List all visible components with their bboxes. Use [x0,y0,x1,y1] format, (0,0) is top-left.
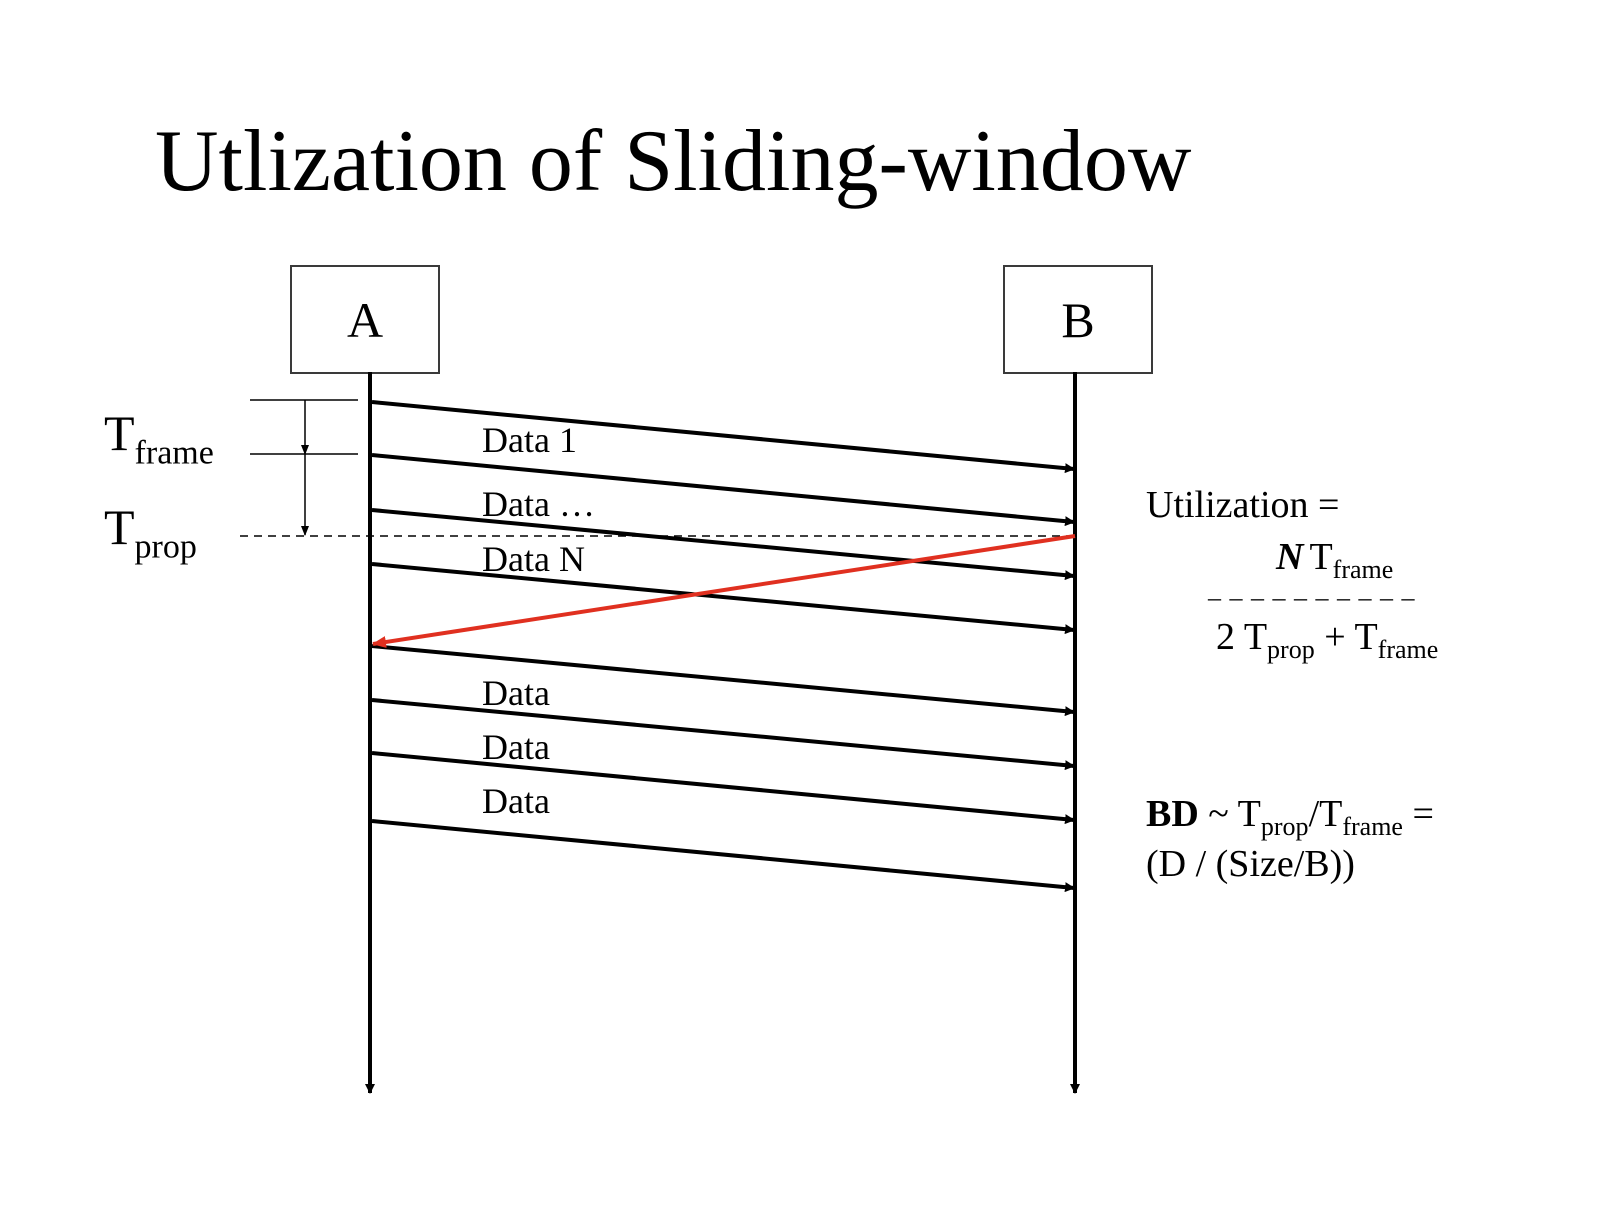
denominator-sub-prop: prop [1267,635,1315,665]
message-label: Data … [482,484,595,524]
t-prop-base: T [104,499,135,555]
message-label: Data [482,781,550,821]
message-label: Data N [482,539,585,579]
data-arrow [371,453,1075,527]
t-frame-label: Tframe [104,408,214,471]
denominator-prefix: 2 T [1216,616,1268,658]
t-prop-sub: prop [134,528,197,566]
data-arrow [371,400,1075,474]
bd-bold: BD [1146,793,1199,835]
t-frame-sub: frame [134,434,214,472]
utilization-divider: – – – – – – – – – – [1208,583,1416,612]
page-title: Utlization of Sliding-window [155,113,1192,210]
bd-part3: = [1402,793,1434,835]
bd-part1: ~ T [1198,793,1261,835]
data-arrow [371,562,1075,635]
message-label: Data [482,673,550,713]
node-b-box: B [1003,265,1153,374]
message-label: Data 1 [482,420,577,460]
node-a-label: A [346,291,384,348]
utilization-label: Utilization = [1146,484,1340,526]
denominator-sub-frame: frame [1377,635,1439,665]
data-arrow [371,644,1075,717]
bd-line2: (D / (Size/B)) [1146,843,1355,885]
bd-sub-frame: frame [1342,812,1403,842]
data-arrow [371,698,1075,771]
data-arrow [371,751,1075,825]
numerator-t: T [1309,536,1333,578]
bd-formula: BD ~ Tprop/Tframe = [1146,795,1434,840]
utilization-denominator: 2 Tprop + Tframe [1216,618,1438,663]
bd-sub-prop: prop [1260,812,1309,842]
numerator-sub: frame [1332,555,1394,585]
bd-part2: /T [1308,793,1343,835]
node-a-box: A [290,265,440,374]
data-arrow [371,819,1075,893]
node-b-label: B [1061,291,1095,348]
t-prop-label: Tprop [104,502,197,565]
data-arrow [371,508,1075,581]
numerator-n: N [1276,536,1304,578]
ack-arrow [372,534,1076,648]
denominator-mid: + T [1314,616,1378,658]
message-label: Data [482,727,550,767]
t-frame-base: T [104,405,135,461]
